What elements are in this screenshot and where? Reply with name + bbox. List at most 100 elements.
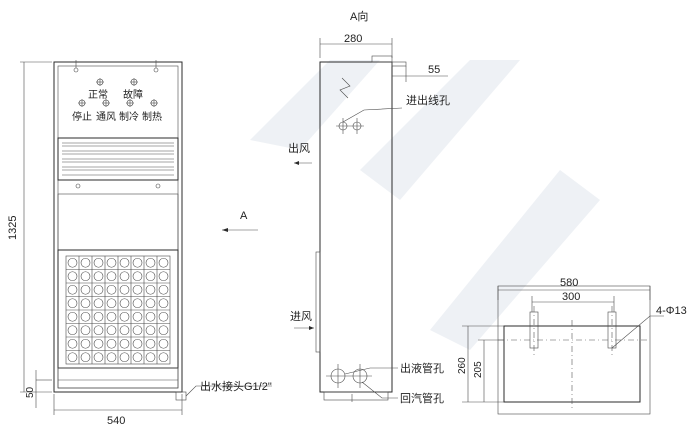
filter-cell <box>80 298 91 309</box>
top-bolt-icon <box>153 67 159 73</box>
filter-cell <box>93 338 104 349</box>
filter-cell <box>93 298 104 309</box>
filter-cell <box>145 311 156 322</box>
filter-cell <box>119 284 130 295</box>
filter-cell <box>67 271 78 282</box>
filter-cell <box>106 311 117 322</box>
filter-cell <box>158 298 169 309</box>
filter-cell <box>106 298 117 309</box>
panel-label-ventilate: 通风 <box>96 111 116 123</box>
filter-cell <box>158 352 169 363</box>
dim-205: 205 <box>473 361 484 378</box>
filter-cell <box>145 325 156 336</box>
filter-cell <box>80 325 91 336</box>
dim-55: 55 <box>428 64 440 76</box>
filter-cell <box>119 271 130 282</box>
panel-label-normal: 正常 <box>88 88 108 101</box>
air-outlet-louver <box>57 137 179 181</box>
filter-cell <box>145 284 156 295</box>
front-body-outline <box>53 61 183 393</box>
label-air-in: 进风 <box>290 310 312 323</box>
dim-base-50: 50 <box>25 386 36 398</box>
mount-slot <box>607 311 617 349</box>
label-air-out: 出风 <box>288 141 310 155</box>
label-liquid-pipe-hole: 出液管孔 <box>400 361 444 375</box>
filter-cell <box>119 325 130 336</box>
filter-cell <box>67 325 78 336</box>
filter-cell <box>158 325 169 336</box>
filter-cell <box>80 311 91 322</box>
filter-cell <box>158 284 169 295</box>
label-water-outlet: 出水接头G1/2" <box>200 379 272 393</box>
front-dimensions <box>20 61 183 415</box>
filter-cell <box>106 271 117 282</box>
filter-cell <box>106 338 117 349</box>
filter-cell <box>145 271 156 282</box>
top-bolt-icon <box>73 67 79 73</box>
dim-depth-280: 280 <box>344 33 362 45</box>
filter-cell <box>106 325 117 336</box>
dim-width-540: 540 <box>107 415 125 427</box>
base-view <box>462 285 664 415</box>
filter-cell <box>80 257 91 268</box>
filter-cell <box>158 271 169 282</box>
filter-cell <box>67 352 78 363</box>
filter-cell <box>106 352 117 363</box>
dim-580: 580 <box>560 277 578 289</box>
middle-panel <box>57 193 179 251</box>
filter-cell <box>93 271 104 282</box>
filter-cell <box>132 271 143 282</box>
label-view-a: A向 <box>350 9 368 23</box>
filter-cell <box>67 311 78 322</box>
view-arrow-a <box>222 228 258 232</box>
filter-cell <box>132 352 143 363</box>
label-cable-hole: 进出线孔 <box>406 93 450 107</box>
filter-cell <box>80 338 91 349</box>
dim-260: 260 <box>457 357 468 374</box>
panel-label-stop: 停止 <box>72 110 92 123</box>
panel-label-cool: 制冷 <box>119 110 139 123</box>
filter-cell <box>119 311 130 322</box>
filter-cell <box>67 284 78 295</box>
mount-slot <box>529 311 539 349</box>
filter-cell <box>67 257 78 268</box>
label-hole-spec: 4-Φ13 <box>656 305 687 317</box>
filter-cell <box>93 352 104 363</box>
dim-height-1325: 1325 <box>7 216 19 240</box>
filter-cell <box>67 298 78 309</box>
filter-cell <box>80 284 91 295</box>
filter-cell <box>67 338 78 349</box>
panel-label-fault: 故障 <box>123 88 143 101</box>
filter-cell <box>145 338 156 349</box>
side-view <box>315 38 407 402</box>
filter-cell <box>119 338 130 349</box>
filter-cell <box>145 298 156 309</box>
filter-cell <box>158 257 169 268</box>
label-arrow-a: A <box>240 210 248 222</box>
filter-cell <box>106 284 117 295</box>
filter-cell <box>158 338 169 349</box>
filter-cell <box>132 284 143 295</box>
front-view: 正常 故障 停止 通风 制冷 制热 <box>53 60 187 401</box>
dim-300: 300 <box>562 291 580 303</box>
filter-cell <box>158 311 169 322</box>
filter-cell <box>132 325 143 336</box>
filter-cell <box>93 257 104 268</box>
filter-cell <box>132 311 143 322</box>
filter-cell <box>119 257 130 268</box>
filter-cell <box>119 352 130 363</box>
filter-cell <box>93 325 104 336</box>
filter-cell <box>132 257 143 268</box>
filter-cell <box>145 257 156 268</box>
filter-cell <box>132 338 143 349</box>
watermark <box>250 60 600 350</box>
drain-connector <box>175 391 187 401</box>
filter-cell <box>106 257 117 268</box>
filter-cell <box>132 298 143 309</box>
panel-label-heat: 制热 <box>142 110 162 123</box>
filter-cell <box>93 284 104 295</box>
filter-cell <box>93 311 104 322</box>
filter-cell <box>80 352 91 363</box>
